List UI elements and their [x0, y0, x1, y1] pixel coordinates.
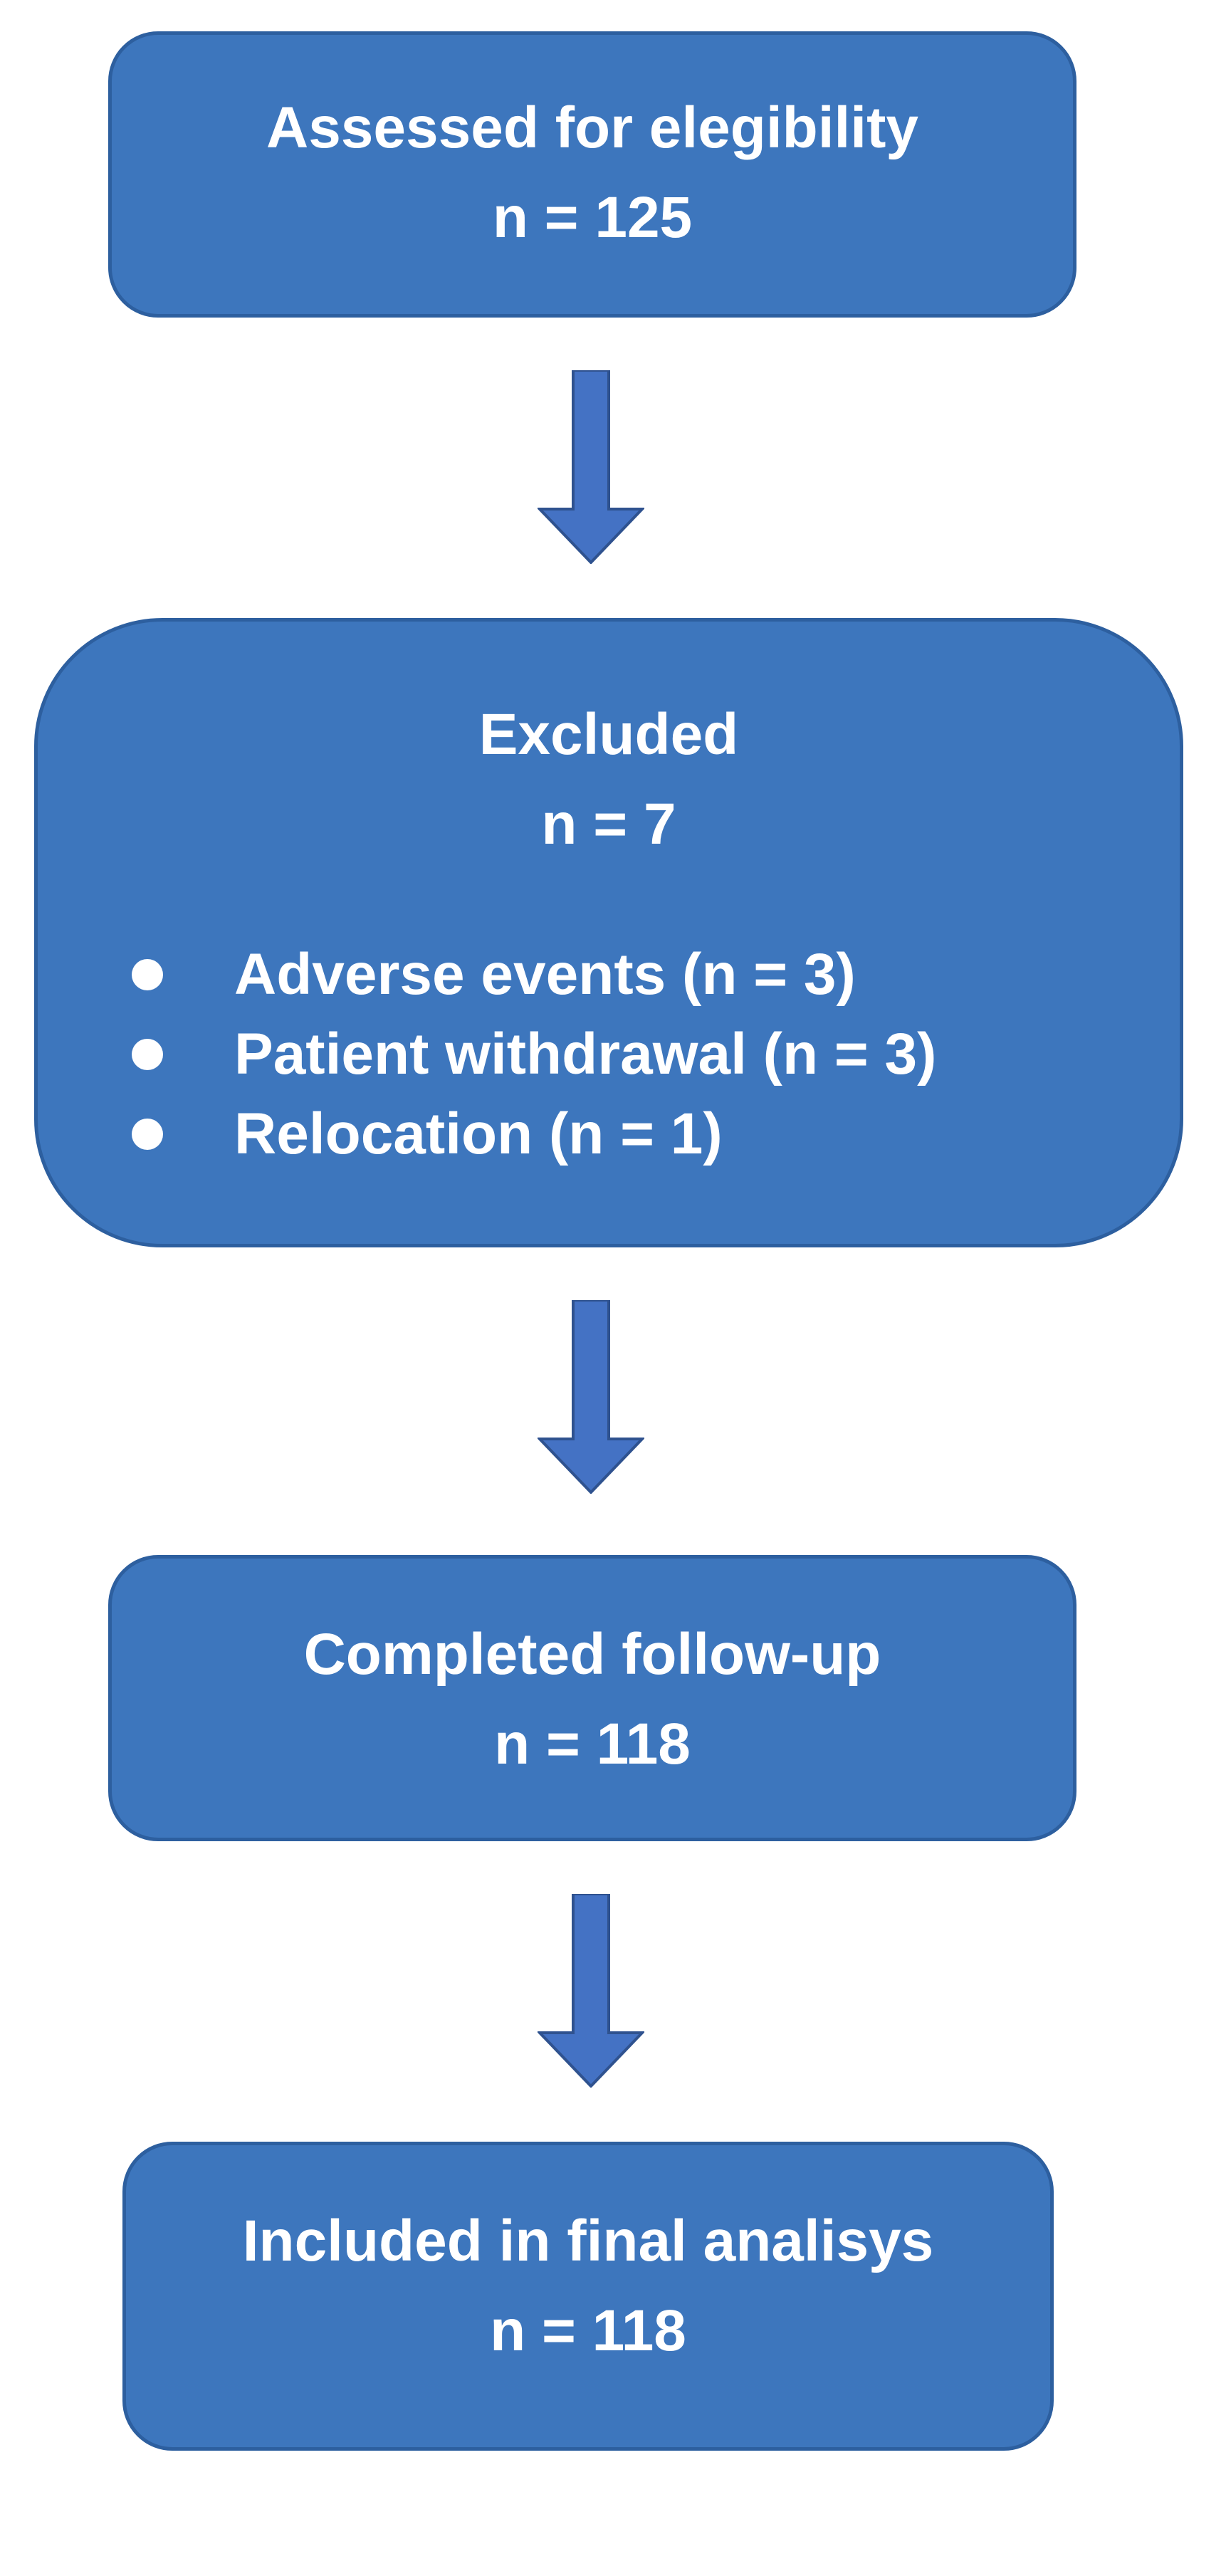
- arrow-down-icon: [538, 1894, 644, 2088]
- bullet-icon: [132, 1119, 163, 1150]
- exclusion-reason-label: Adverse events (n = 3): [234, 942, 856, 1007]
- bullet-icon: [132, 1039, 163, 1070]
- completed-count: n = 118: [494, 1712, 691, 1776]
- completed-box: Completed follow-up n = 118: [108, 1555, 1076, 1841]
- assessed-box: Assessed for elegibility n = 125: [108, 31, 1076, 318]
- arrow-down-icon: [538, 1300, 644, 1494]
- included-count: n = 118: [490, 2298, 686, 2363]
- excluded-box: Excluded n = 7 Adverse events (n = 3) Pa…: [34, 618, 1183, 1247]
- assessed-count: n = 125: [492, 185, 693, 250]
- excluded-title: Excluded: [478, 702, 739, 767]
- exclusion-reason-label: Relocation (n = 1): [234, 1101, 723, 1166]
- completed-title: Completed follow-up: [303, 1622, 881, 1687]
- excluded-count: n = 7: [541, 792, 676, 857]
- exclusion-reasons-list: Adverse events (n = 3) Patient withdrawa…: [38, 935, 1180, 1174]
- exclusion-reason-item: Relocation (n = 1): [38, 1094, 1180, 1174]
- arrow-down-icon: [538, 370, 644, 564]
- exclusion-reason-item: Patient withdrawal (n = 3): [38, 1015, 1180, 1094]
- included-title: Included in final analisys: [242, 2209, 934, 2273]
- exclusion-reason-label: Patient withdrawal (n = 3): [234, 1022, 937, 1087]
- assessed-title: Assessed for elegibility: [266, 95, 918, 160]
- included-box: Included in final analisys n = 118: [122, 2142, 1054, 2451]
- bullet-icon: [132, 959, 163, 990]
- exclusion-reason-item: Adverse events (n = 3): [38, 935, 1180, 1015]
